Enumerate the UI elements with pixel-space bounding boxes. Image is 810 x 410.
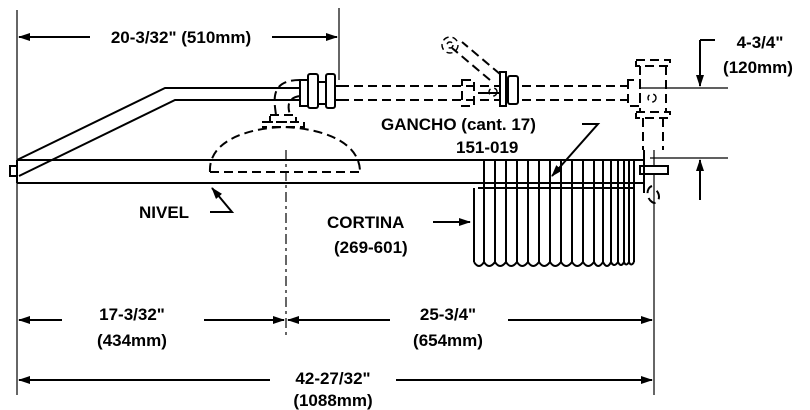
top-width-dimension: 20-3/32" (510mm) xyxy=(18,28,338,47)
right-offset-label: 25-3/4" xyxy=(420,305,476,324)
alternate-rod-dashed xyxy=(340,36,671,204)
left-offset-dimension: 17-3/32" (434mm) xyxy=(18,305,285,350)
overall-label: 42-27/32" xyxy=(295,369,370,388)
left-offset-mm-label: (434mm) xyxy=(97,331,167,350)
overall-mm-label: (1088mm) xyxy=(293,391,372,410)
wall-flange xyxy=(299,73,340,109)
right-offset-mm-label: (654mm) xyxy=(413,331,483,350)
hooks-label: GANCHO (cant. 17) xyxy=(381,115,536,134)
curtain-part-label: (269-601) xyxy=(334,238,408,257)
right-offset-dimension: 25-3/4" (654mm) xyxy=(287,305,653,350)
curtain xyxy=(473,187,635,267)
left-offset-label: 17-3/32" xyxy=(99,305,165,324)
support-arm xyxy=(16,87,301,177)
callout-leaders xyxy=(210,123,601,226)
overall-dimension: 42-27/32" (1088mm) xyxy=(18,369,653,410)
height-label: 4-3/4" xyxy=(737,33,784,52)
hooks-part-label: 151-019 xyxy=(456,138,518,157)
shower-head-dashed xyxy=(208,79,361,173)
rod-end-ring xyxy=(639,150,669,193)
level-label: NIVEL xyxy=(139,203,189,222)
extension-lines xyxy=(16,8,728,395)
height-dimension: 4-3/4" (120mm) xyxy=(696,33,793,200)
top-width-label: 20-3/32" (510mm) xyxy=(111,28,251,47)
curtain-label: CORTINA xyxy=(327,213,404,232)
height-mm-label: (120mm) xyxy=(723,58,793,77)
